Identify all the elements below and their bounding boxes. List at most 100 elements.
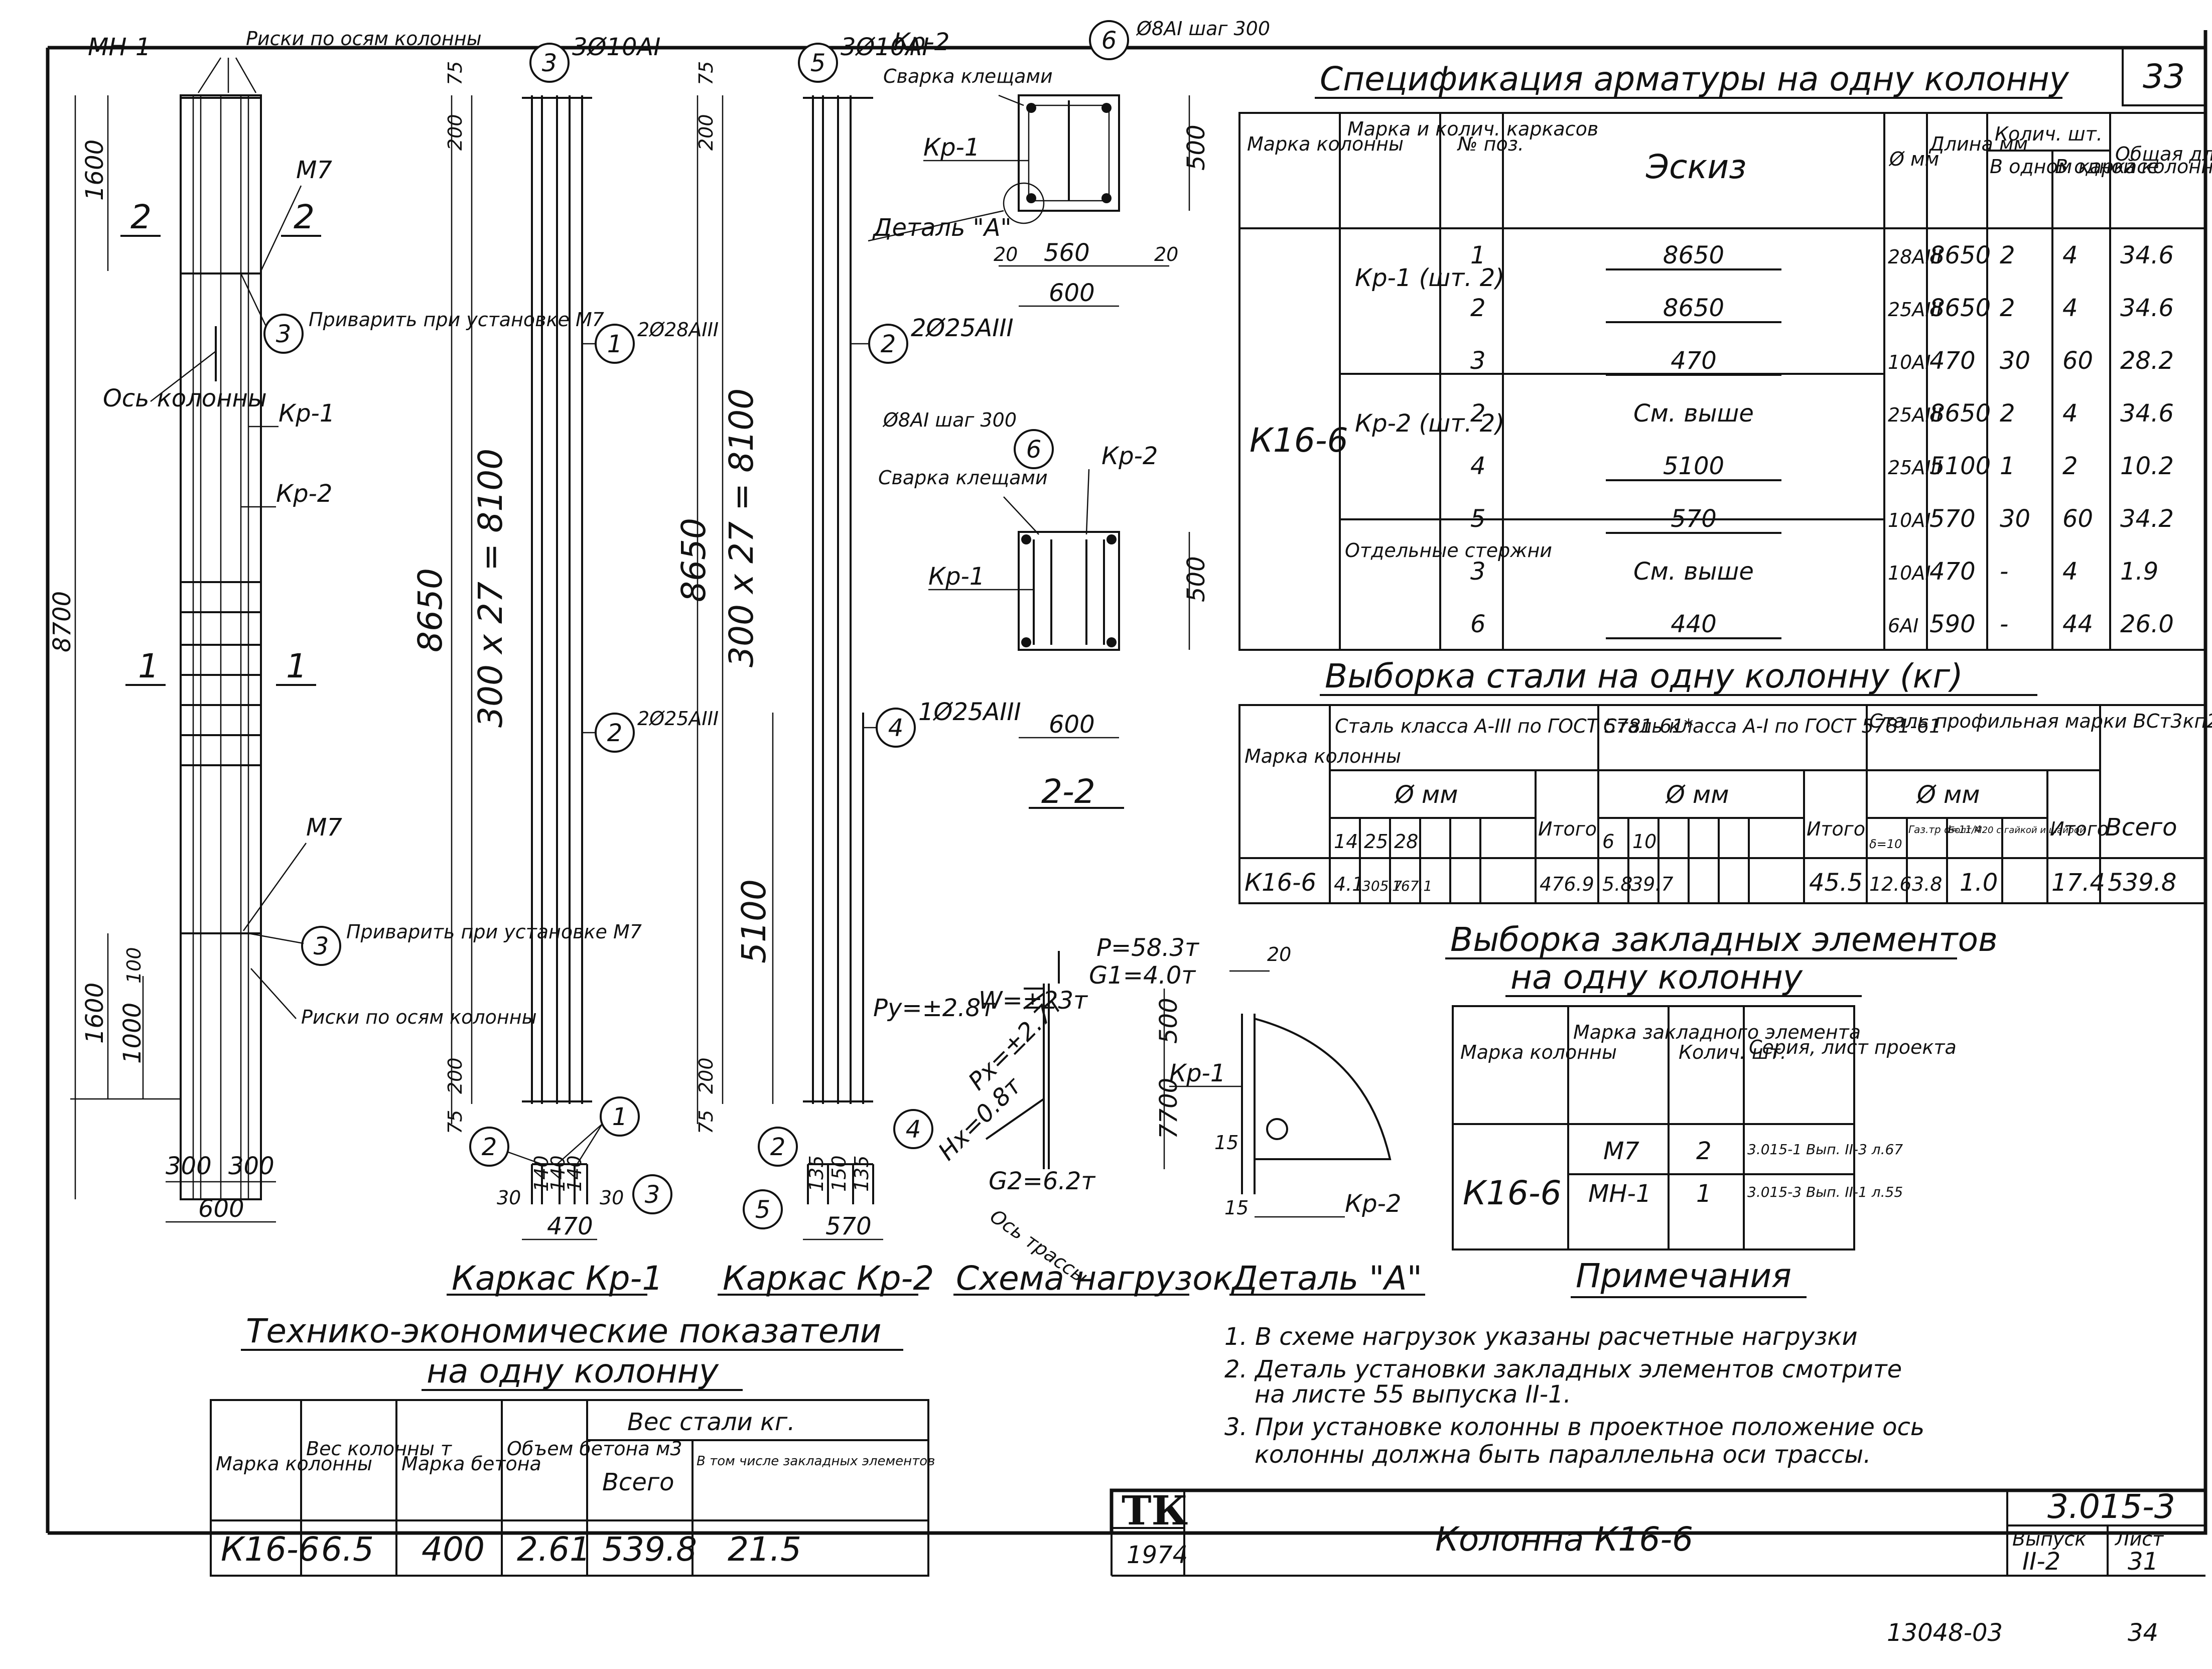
- spec-cell-r7-c0: 6: [1470, 610, 1486, 638]
- kr2-dim-200-bottom: 200: [695, 1057, 717, 1094]
- spec-cell-r5-c2: 10АI: [1888, 509, 1931, 531]
- econ-title-2: на одну колонну: [427, 1352, 719, 1390]
- kr1-dim-30-left: 30: [497, 1187, 521, 1209]
- spec-cell-r3-c1: См. выше: [1633, 399, 1754, 428]
- kr1-dim-75-bottom: 75: [444, 1110, 466, 1134]
- kr2-callout-5-top: [798, 43, 838, 83]
- spec-cell-r5-c1: 570: [1671, 505, 1717, 533]
- spec-cell-r5-c3: 570: [1929, 505, 1976, 533]
- spec-cell-r7-c1: 440: [1671, 610, 1717, 638]
- spec-cell-r1-c6: 34.6: [2120, 294, 2174, 322]
- steel-c-10: 10: [1632, 830, 1656, 853]
- kr2-dim-spacing: 300 x 27 = 8100: [722, 388, 761, 667]
- spec-h-qty: Колич. шт.: [1995, 123, 2103, 145]
- kr1-dim-8650: 8650: [411, 568, 450, 652]
- steel-c-25: 25: [1364, 830, 1388, 853]
- spec-cell-r0-c4: 2: [2000, 241, 2015, 269]
- notes: Примечания 1. В схеме нагрузок указаны р…: [1224, 1257, 1924, 1469]
- spec-cell-r1-c5: 4: [2062, 294, 2078, 322]
- spec-cell-r2-c2: 10АI: [1888, 351, 1931, 373]
- spec-cell-r6-c5: 4: [2062, 558, 2078, 586]
- load-dim-7700: 7700: [1155, 1078, 1183, 1139]
- spec-cell-r5-c6: 34.2: [2120, 505, 2174, 533]
- load-py: Py=±2.8т: [873, 994, 996, 1022]
- econ-h-steel: Вес стали кг.: [627, 1408, 795, 1436]
- kr2-callout-5-top-text: 5: [810, 49, 826, 77]
- caption-kr1: Каркас Кр-1: [452, 1259, 663, 1298]
- load-dim-500: 500: [1155, 998, 1183, 1044]
- page-number: 33: [2143, 57, 2185, 96]
- spec-cell-r2-c4: 30: [2000, 347, 2030, 375]
- kr1-callout-2-text: 2: [607, 719, 623, 747]
- detail-a: Кр-1 Кр-2 20 15 15 Деталь "А": [1169, 943, 1425, 1298]
- s22-dim-20-right: 20: [1154, 243, 1178, 265]
- econ-r-concrete: 400: [422, 1530, 485, 1569]
- kr2-dim-75-bottom: 75: [695, 1110, 717, 1134]
- s22-label-weld-bottom: Сварка клещами: [878, 467, 1048, 489]
- kr1-bar-label-1: 2Ø28АIII: [637, 319, 719, 341]
- kr2-callout-2-bottom: [758, 1127, 798, 1167]
- spec-title: Спецификация арматуры на одну колонну: [1320, 60, 2069, 98]
- spec-cell-r7-c4: -: [2000, 610, 2008, 638]
- s22-dim-600-top: 600: [1049, 279, 1095, 307]
- steel-h-mark: Марка колонны: [1245, 745, 1401, 767]
- steel-h-total-1: Итого: [1538, 818, 1597, 840]
- econ-h-volume: Объем бетона м3: [507, 1438, 682, 1460]
- load-g1: G1=4.0т: [1089, 961, 1196, 990]
- steel-r-6: 5.8: [1602, 873, 1632, 895]
- spec-table: Спецификация арматуры на одну колонну Ма…: [1238, 60, 2212, 651]
- kr1-dim-30-right: 30: [600, 1187, 624, 1209]
- kr2-dim-135-b: 135: [851, 1155, 873, 1192]
- note-2: 2. Деталь установки закладных элементов …: [1224, 1355, 1902, 1383]
- steel-table: Выборка стали на одну колонну (кг) Марка…: [1238, 657, 2212, 904]
- embed-title-1: Выборка закладных элементов: [1450, 920, 1998, 959]
- steel-r-g3-total: 17.4: [2051, 869, 2105, 897]
- notes-title: Примечания: [1576, 1257, 1791, 1295]
- s22-dim-600-bottom: 600: [1049, 711, 1095, 739]
- embed-r2-qty: 1: [1696, 1180, 1712, 1208]
- note-3-cont: колонны должна быть параллельна оси трас…: [1255, 1441, 1871, 1469]
- spec-cell-r4-c4: 1: [2000, 452, 2015, 480]
- dim-300-left: 300: [166, 1152, 212, 1180]
- spec-cell-r3-c4: 2: [2000, 399, 2015, 428]
- kr2-callout-2-text: 2: [881, 330, 896, 358]
- section-mark-2-left: 2: [130, 198, 152, 236]
- s22-dim-500-bottom: 500: [1182, 556, 1210, 602]
- load-g2: G2=6.2т: [989, 1167, 1096, 1195]
- cage-kr2: 75 200 8650 300 x 27 = 8100 5100 200 75 …: [674, 33, 1021, 1298]
- steel-r-grand: 539.8: [2108, 869, 2176, 897]
- kr2-bar-label-2: 2Ø25АIII: [911, 314, 1014, 342]
- sheet-value: 31: [2128, 1548, 2158, 1576]
- issue-value: II-2: [2022, 1548, 2060, 1576]
- sheet-title: Колонна К16-6: [1435, 1520, 1693, 1559]
- label-kr1: Кр-1: [279, 399, 335, 428]
- spec-cell-r4-c0: 4: [1470, 452, 1486, 480]
- kr1-callout-3-top: [529, 43, 570, 83]
- callout-3-bottom: [301, 926, 341, 966]
- spec-cell-r4-c2: 25АIII: [1888, 457, 1942, 479]
- steel-c-pipe: Газ.тр d=11/4: [1908, 823, 1981, 836]
- s22-label-kr2-top: Кр-2: [893, 28, 949, 56]
- embed-h-series: Серия, лист проекта: [1749, 1036, 1957, 1058]
- kr1-dim-140-b: 140: [547, 1155, 569, 1192]
- spec-h-cages: Марка и колич. каркасов: [1347, 118, 1598, 140]
- spec-cell-r0-c6: 34.6: [2120, 241, 2174, 269]
- load-w: W=±23т: [979, 987, 1088, 1015]
- steel-c-28: 28: [1394, 830, 1418, 853]
- kr2-bar-label-4: 1Ø25АIII: [918, 698, 1021, 726]
- kr2-callout-4-bottom-text: 4: [906, 1116, 921, 1144]
- spec-cell-r3-c0: 2: [1470, 399, 1486, 428]
- kr1-callout-3-bottom-text: 3: [645, 1181, 660, 1209]
- kr2-dim-75-top: 75: [695, 61, 717, 85]
- steel-r-g2-total: 45.5: [1809, 869, 1863, 897]
- kr2-callout-4-text: 4: [888, 714, 904, 742]
- spec-h-per-col: В одной колонне: [2055, 156, 2212, 178]
- page-number-box: [2122, 47, 2206, 106]
- s22-callout-6-top: [1089, 20, 1129, 60]
- spec-h-length: Длина мм: [1928, 133, 2028, 155]
- spec-h-mark: Марка колонны: [1247, 133, 1404, 155]
- spec-cell-r1-c3: 8650: [1929, 294, 1991, 322]
- steel-h-grand: Всего: [2105, 813, 2177, 842]
- s22-dim-560: 560: [1044, 239, 1090, 267]
- s22-dim-20-left: 20: [994, 243, 1018, 265]
